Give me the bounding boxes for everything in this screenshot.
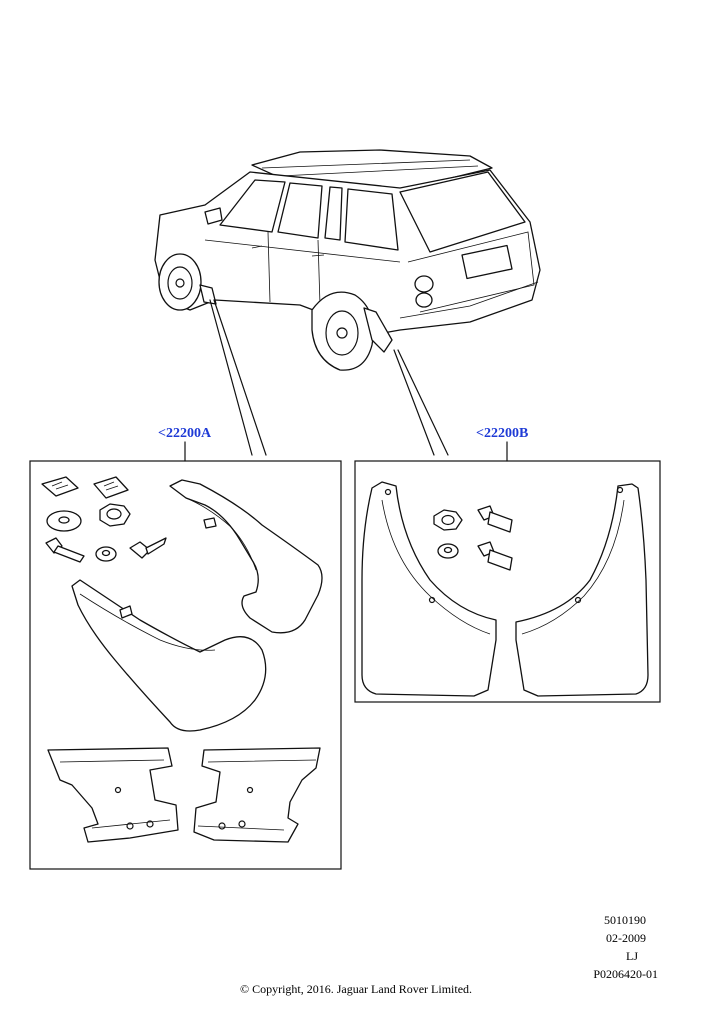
diagram-reference: P0206420-01 (593, 967, 658, 981)
kit-a-panel (29, 460, 342, 870)
kit-a-bracket-left (47, 747, 179, 843)
callout-22200b[interactable]: <22200B (476, 426, 529, 441)
copyright-notice: © Copyright, 2016. Jaguar Land Rover Lim… (239, 982, 473, 996)
vehicle-illustration (154, 149, 541, 371)
kit-a-mudflap-upper (169, 479, 323, 634)
callout-22200a[interactable]: <22200A (158, 426, 212, 441)
kit-a-mudflap-lower (71, 579, 267, 732)
diagram-code: 5010190 (604, 913, 646, 927)
rear-mudflap-location (363, 307, 393, 353)
kit-a-bracket-right (193, 747, 321, 843)
front-mudflap-location (199, 284, 217, 305)
kit-b-mudflap-right (515, 483, 649, 697)
kit-a-fixings (41, 476, 167, 563)
leader-lines (184, 299, 508, 462)
kit-b-mudflap-left (361, 481, 497, 697)
diagram-date: 02-2009 (606, 931, 646, 945)
kit-b-panel (354, 460, 661, 703)
kit-b-fixings (433, 505, 513, 571)
diagram-initials: LJ (626, 949, 638, 963)
